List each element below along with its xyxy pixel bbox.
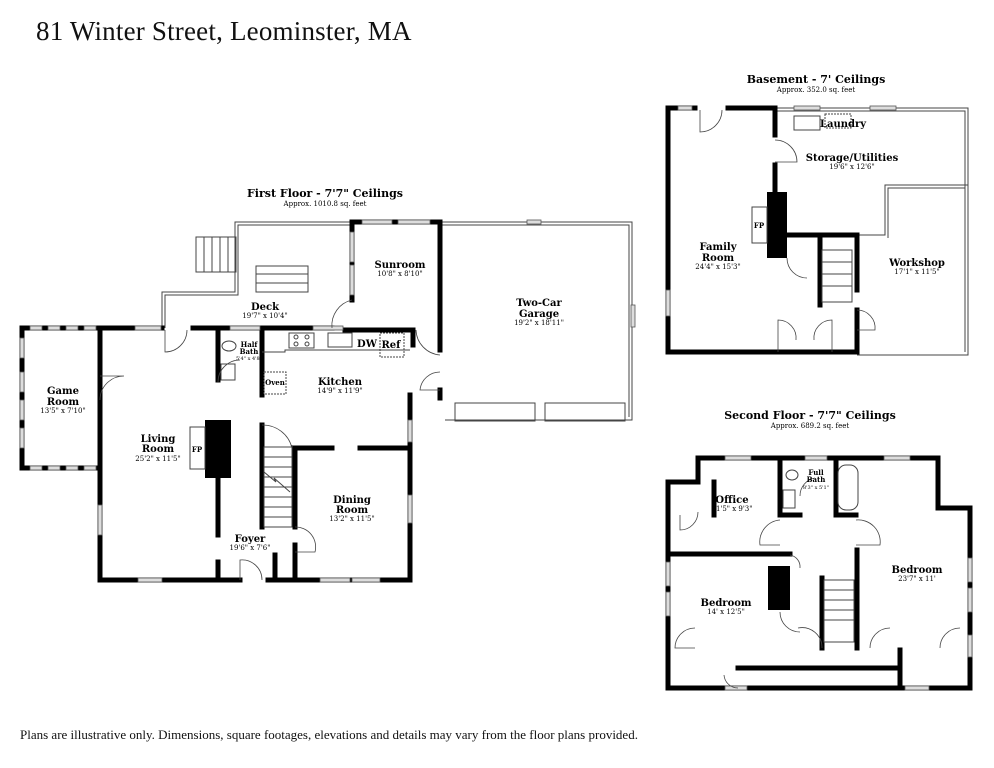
room-garage-2: Garage bbox=[519, 309, 559, 320]
room-foyer: Foyer bbox=[235, 534, 266, 545]
refrigerator-icon bbox=[379, 332, 405, 358]
deck-stairs bbox=[195, 236, 237, 273]
room-storage-dim: 19'6" x 12'6" bbox=[829, 163, 874, 171]
second-floor-chimney bbox=[768, 566, 790, 610]
basement-plan: Basement - 7' Ceilings Approx. 352.0 sq.… bbox=[665, 73, 969, 356]
room-half-bath-dim: 5'4" x 4'8" bbox=[236, 356, 262, 362]
second-sink-icon bbox=[782, 489, 796, 509]
first-floor-fixtures: FP Oven DW Ref bbox=[189, 332, 410, 528]
laundry-sink-icon bbox=[793, 115, 821, 131]
room-full-bath-dim: 8'3" x 5'1" bbox=[803, 485, 829, 491]
room-dining-2: Room bbox=[336, 505, 369, 516]
basement-fireplace-label: FP bbox=[754, 221, 765, 230]
room-living-dim: 25'2" x 11'5" bbox=[135, 455, 180, 463]
room-full-bath: Full bbox=[808, 468, 824, 477]
room-living: Living bbox=[141, 434, 176, 445]
main-stairs bbox=[263, 446, 293, 528]
deck-steps bbox=[255, 265, 309, 293]
oven-icon bbox=[263, 371, 287, 395]
room-kitchen: Kitchen bbox=[318, 377, 363, 388]
toilet-icon bbox=[221, 340, 237, 352]
dishwasher-label: DW bbox=[357, 339, 378, 350]
room-deck: Deck bbox=[251, 302, 280, 313]
room-game-2: Room bbox=[47, 397, 80, 408]
room-dining-dim: 13'2" x 11'5" bbox=[329, 515, 374, 523]
room-living-2: Room bbox=[142, 444, 175, 455]
basement-chimney bbox=[767, 192, 787, 258]
oven-label: Oven bbox=[265, 378, 285, 387]
disclaimer: Plans are illustrative only. Dimensions,… bbox=[20, 727, 638, 742]
stove-icon bbox=[288, 332, 315, 349]
room-family-2: Room bbox=[702, 253, 735, 264]
room-garage-dim: 19'2" x 18'11" bbox=[514, 319, 564, 327]
second-floor-plan: Second Floor - 7'7" Ceilings Approx. 689… bbox=[665, 409, 973, 691]
room-full-bath-2: Bath bbox=[807, 475, 826, 484]
basement-walls bbox=[665, 105, 860, 355]
washer-dryer-icon bbox=[824, 113, 852, 129]
room-half-bath: Half bbox=[241, 340, 259, 349]
first-floor-heading: First Floor - 7'7" Ceilings bbox=[247, 187, 403, 200]
room-workshop: Workshop bbox=[888, 258, 945, 269]
room-sunroom: Sunroom bbox=[375, 260, 426, 271]
room-dining: Dining bbox=[333, 495, 371, 506]
garage-door-left bbox=[454, 402, 536, 422]
room-office-dim: 11'5" x 9'3" bbox=[712, 505, 753, 513]
room-game-dim: 13'5" x 7'10" bbox=[40, 407, 85, 415]
second-floor-walls bbox=[665, 455, 973, 691]
kitchen-sink-icon bbox=[327, 332, 353, 348]
first-floor-labels: Deck 19'7" x 10'4" Sunroom 10'8" x 8'10"… bbox=[40, 260, 564, 552]
bathtub-icon bbox=[837, 464, 859, 511]
second-floor-heading: Second Floor - 7'7" Ceilings bbox=[724, 409, 896, 422]
garage-door-right bbox=[544, 402, 626, 422]
deck-outline bbox=[161, 221, 352, 328]
chimney bbox=[205, 420, 231, 478]
sink-icon bbox=[220, 363, 236, 381]
basement-area: Approx. 352.0 sq. feet bbox=[776, 86, 856, 94]
room-kitchen-dim: 14'9" x 11'9" bbox=[317, 387, 362, 395]
room-bedroom-left: Bedroom bbox=[701, 598, 752, 609]
room-sunroom-dim: 10'8" x 8'10" bbox=[377, 270, 422, 278]
room-game: Game bbox=[47, 386, 79, 397]
room-half-bath-2: Bath bbox=[240, 347, 259, 356]
second-floor-area: Approx. 689.2 sq. feet bbox=[770, 422, 850, 430]
room-family-dim: 24'4" x 15'3" bbox=[695, 263, 740, 271]
room-laundry: Laundry bbox=[820, 119, 867, 130]
refrigerator-label: Ref bbox=[382, 340, 402, 351]
room-bedroom-right-dim: 23'7" x 11' bbox=[898, 575, 936, 583]
room-foyer-dim: 19'6" x 7'6" bbox=[230, 544, 271, 552]
first-floor-plan: First Floor - 7'7" Ceilings Approx. 1010… bbox=[19, 187, 636, 583]
room-storage: Storage/Utilities bbox=[806, 153, 899, 164]
page-title: 81 Winter Street, Leominster, MA bbox=[36, 16, 412, 46]
garage-outline bbox=[440, 219, 636, 422]
first-floor-doors bbox=[99, 299, 441, 581]
first-floor-windows bbox=[19, 219, 431, 583]
basement-stairs bbox=[821, 249, 853, 303]
room-bedroom-right: Bedroom bbox=[892, 565, 943, 576]
basement-heading: Basement - 7' Ceilings bbox=[747, 73, 886, 86]
room-bedroom-left-dim: 14' x 12'5" bbox=[707, 608, 745, 616]
room-family: Family bbox=[699, 242, 737, 253]
first-floor-area: Approx. 1010.8 sq. feet bbox=[283, 200, 367, 208]
second-toilet-icon bbox=[785, 469, 799, 481]
room-workshop-dim: 17'1" x 11'5" bbox=[894, 268, 939, 276]
room-garage: Two-Car bbox=[516, 298, 562, 309]
room-office: Office bbox=[715, 495, 748, 506]
fireplace-label: FP bbox=[192, 445, 203, 454]
room-deck-dim: 19'7" x 10'4" bbox=[242, 312, 287, 320]
second-floor-stairs bbox=[823, 579, 855, 643]
